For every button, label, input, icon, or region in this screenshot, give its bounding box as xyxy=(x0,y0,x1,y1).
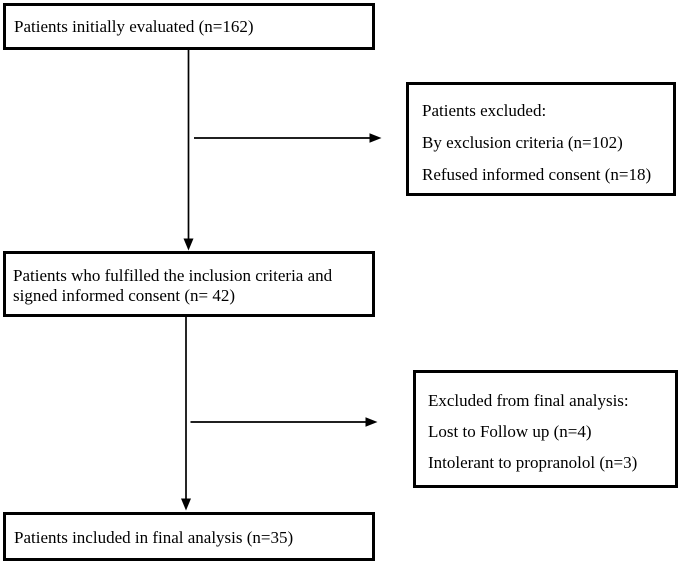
box-text-line: Patients initially evaluated (n=162) xyxy=(14,16,254,36)
box-text-line: By exclusion criteria (n=102) xyxy=(422,133,623,152)
box-text-line: Excluded from final analysis: xyxy=(428,391,629,410)
box-patients-initially-evaluated: Patients initially evaluated (n=162) xyxy=(3,3,375,50)
box-excluded-from-final-analysis: Excluded from final analysis: Lost to Fo… xyxy=(413,370,678,488)
box-text-line: Patients included in final analysis (n=3… xyxy=(14,528,294,547)
arrow-down-inclusion-to-final-icon xyxy=(181,317,191,511)
box-text-line: Patients who fulfilled the inclusion cri… xyxy=(13,266,333,285)
box-patients-excluded-initial: Patients excluded: By exclusion criteria… xyxy=(406,82,676,196)
box-text-line: signed informed consent (n= 42) xyxy=(13,286,236,305)
box-text-line: Patients excluded: xyxy=(422,101,547,120)
box-inclusion-criteria-consent: Patients who fulfilled the inclusion cri… xyxy=(3,251,375,317)
box-patients-included-final-analysis: Patients included in final analysis (n=3… xyxy=(3,512,375,561)
box-text-line: Refused informed consent (n=18) xyxy=(422,165,652,184)
arrow-down-initial-to-inclusion-icon xyxy=(183,50,194,251)
arrow-right-to-excluded-final-icon xyxy=(190,417,378,427)
box-text-line: Intolerant to propranolol (n=3) xyxy=(428,453,638,472)
arrow-right-to-excluded-initial-icon xyxy=(194,133,382,143)
box-text-line: Lost to Follow up (n=4) xyxy=(428,422,592,441)
